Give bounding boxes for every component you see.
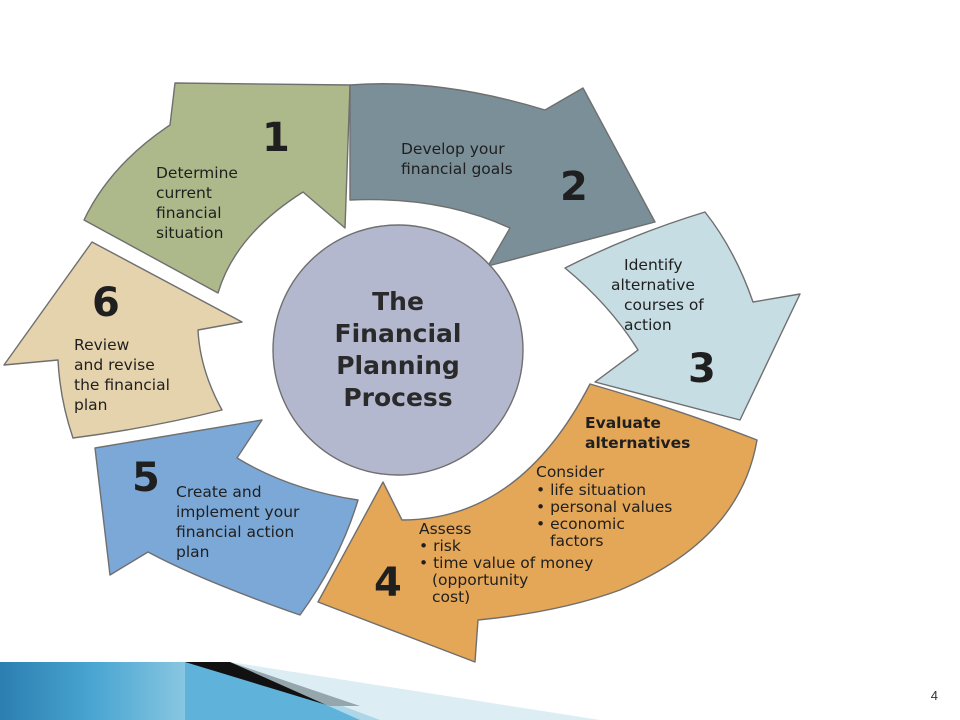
center-title-line-2: Financial <box>335 319 462 348</box>
step-4-arrow <box>317 383 758 663</box>
step-1-number: 1 <box>262 115 290 161</box>
step-6-arrow <box>3 241 243 439</box>
step-5-label-line-1: Create and <box>176 483 262 501</box>
step-3-number: 3 <box>688 346 716 392</box>
footer-blue-band <box>0 662 190 720</box>
step-4-title-line-1: Evaluate <box>585 414 661 432</box>
step-4-number: 4 <box>374 560 402 606</box>
step-3-label-line-1: Identify <box>624 256 683 274</box>
step-4-consider-item-4: factors <box>550 532 604 550</box>
page-number: 4 <box>930 688 938 703</box>
step-4-consider-label: Consider <box>536 463 605 481</box>
center-circle <box>272 224 524 476</box>
step-4-assess-item-1: • risk <box>419 537 461 555</box>
step-6-number: 6 <box>92 280 120 326</box>
step-4-consider-item-1: • life situation <box>536 481 646 499</box>
step-5-label-line-3: financial action <box>176 523 294 541</box>
step-4-assess-item-2: • time value of money <box>419 554 593 572</box>
center-title-line-4: Process <box>343 383 452 412</box>
step-6-label-line-1: Review <box>74 336 130 354</box>
step-2-label-line-2: financial goals <box>401 160 513 178</box>
step-3-label-line-4: action <box>624 316 672 334</box>
center-title-line-3: Planning <box>336 351 460 380</box>
step-4-assess-item-3: (opportunity <box>432 571 528 589</box>
step-4-assess-label: Assess <box>419 520 471 538</box>
step-6-label-line-2: and revise <box>74 356 155 374</box>
footer-light-stripe <box>230 662 600 720</box>
step-2-number: 2 <box>560 164 588 210</box>
step-3-label-line-2: alternative <box>611 276 695 294</box>
step-6-label-line-4: plan <box>74 396 107 414</box>
step-3-label-line-3: courses of <box>624 296 704 314</box>
step-5-label-line-2: implement your <box>176 503 300 521</box>
step-1-arrow <box>83 82 351 294</box>
step-1-label-line-2: current <box>156 184 212 202</box>
step-5-label-line-4: plan <box>176 543 209 561</box>
step-1-label-line-4: situation <box>156 224 223 242</box>
step-4-assess-item-4: cost) <box>432 588 470 606</box>
step-4-title-line-2: alternatives <box>585 434 690 452</box>
step-6-label-line-3: the financial <box>74 376 170 394</box>
footer-decoration <box>0 662 600 720</box>
step-4-consider-item-3: • economic <box>536 515 625 533</box>
center-title-line-1: The <box>372 287 424 316</box>
step-1-label-line-3: financial <box>156 204 222 222</box>
step-2-arrow <box>349 83 656 267</box>
step-4-consider-item-2: • personal values <box>536 498 672 516</box>
step-1-label-line-1: Determine <box>156 164 238 182</box>
step-5-number: 5 <box>132 455 160 501</box>
step-2-label-line-1: Develop your <box>401 140 505 158</box>
step-3-arrow <box>564 211 801 421</box>
step-5-arrow <box>94 419 359 616</box>
